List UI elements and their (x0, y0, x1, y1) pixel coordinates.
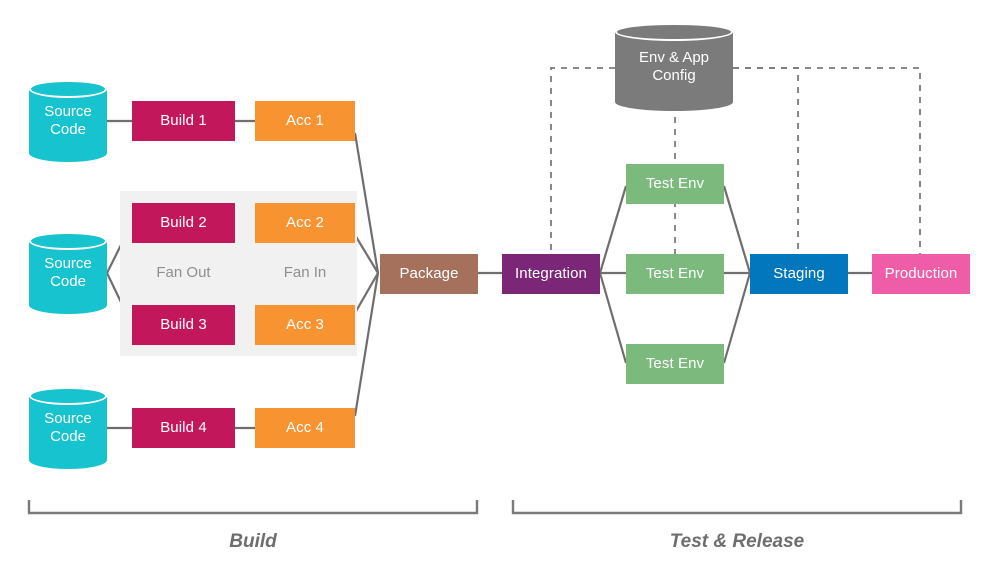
staging-node[interactable]: Staging (750, 254, 848, 294)
cylinder-body (29, 241, 107, 305)
test-env-node-1[interactable]: Test Env (626, 164, 724, 204)
build-node-1[interactable]: Build 1 (132, 101, 235, 141)
edge-acc3-package (354, 272, 379, 314)
edge-testenv-top-staging (722, 185, 752, 274)
fan-in-label: Fan In (283, 264, 327, 281)
cylinder-body (29, 89, 107, 153)
cylinder-body (29, 396, 107, 460)
package-node[interactable]: Package (380, 254, 478, 294)
acc-node-4[interactable]: Acc 4 (255, 408, 355, 448)
env-app-config-label: Env & App Config (638, 49, 710, 84)
acc-node-1[interactable]: Acc 1 (255, 101, 355, 141)
acc-node-3[interactable]: Acc 3 (255, 305, 355, 345)
phase-label-test-release: Test & Release (669, 531, 805, 552)
cylinder-top (29, 232, 107, 250)
source-code-label-3: Source Code (44, 410, 92, 445)
cylinder-bottom (615, 93, 733, 111)
cylinder-bottom (29, 144, 107, 162)
phase-label-build: Build (229, 531, 277, 552)
source-code-cylinder-1[interactable]: Source Code (29, 80, 107, 162)
build-node-2[interactable]: Build 2 (132, 203, 235, 243)
edge-acc1-package (353, 132, 380, 274)
env-app-config-cylinder[interactable]: Env & App Config (615, 23, 733, 111)
edge-config-to-production (733, 67, 921, 254)
fan-out-label: Fan Out (156, 264, 211, 281)
build-node-3[interactable]: Build 3 (132, 305, 235, 345)
cylinder-top (615, 23, 733, 41)
cylinder-top (29, 80, 107, 98)
source-code-cylinder-2[interactable]: Source Code (29, 232, 107, 314)
bracket-build (27, 500, 479, 515)
production-node[interactable]: Production (872, 254, 970, 294)
cylinder-body (615, 32, 733, 102)
bracket-test-release (511, 500, 963, 515)
cylinder-bottom (29, 296, 107, 314)
build-node-4[interactable]: Build 4 (132, 408, 235, 448)
test-env-node-2[interactable]: Test Env (626, 254, 724, 294)
edge-acc2-package (354, 234, 379, 274)
integration-node[interactable]: Integration (502, 254, 600, 294)
edge-config-to-staging (733, 67, 799, 254)
cylinder-bottom (29, 451, 107, 469)
source-code-cylinder-3[interactable]: Source Code (29, 387, 107, 469)
test-env-node-3[interactable]: Test Env (626, 344, 724, 384)
acc-node-2[interactable]: Acc 2 (255, 203, 355, 243)
edge-integration-testenv-top (598, 185, 628, 274)
edge-config-to-integration (550, 67, 615, 254)
edge-testenv-bottom-staging (722, 272, 752, 364)
edge-integration-testenv-bottom (598, 272, 628, 364)
edge-acc4-package (353, 272, 380, 417)
cylinder-top (29, 387, 107, 405)
source-code-label-1: Source Code (44, 103, 92, 138)
source-code-label-2: Source Code (44, 255, 92, 290)
